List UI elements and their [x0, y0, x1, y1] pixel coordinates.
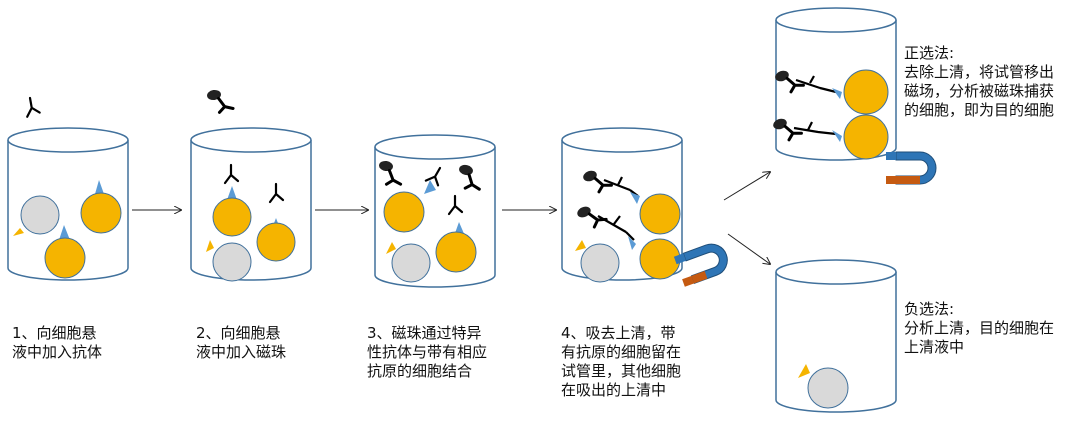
target-cell — [383, 191, 425, 233]
arrow-to-positive — [723, 172, 770, 201]
antigen — [832, 88, 842, 99]
target-cell — [80, 192, 122, 234]
other-antigen — [13, 228, 24, 236]
target-cell — [256, 222, 296, 262]
other-cell — [20, 195, 60, 235]
magnet-icon — [673, 243, 728, 287]
step-1-group — [7, 95, 129, 281]
antibody-link — [793, 121, 837, 136]
step-4-caption: 4、吸去上清，带 有抗原的细胞留在 试管里，其他细胞 在吸出的上清中 — [561, 324, 682, 399]
target-cell — [639, 193, 681, 235]
other-cell — [580, 243, 620, 283]
step-4-group — [561, 127, 728, 287]
magnet-icon — [886, 151, 937, 185]
arrow-to-negative — [727, 233, 770, 264]
free-antibody — [22, 95, 42, 118]
step-1-caption: 1、向细胞悬 液中加入抗体 — [12, 324, 103, 361]
antigen — [630, 192, 640, 204]
other-antigen — [798, 364, 810, 378]
negative-selection-caption: 负选法: 分析上清，目的细胞在 上清液中 — [904, 300, 1055, 356]
antigen — [424, 180, 436, 194]
step-3-caption: 3、磁珠通过特异 性抗体与带有相应 抗原的细胞结合 — [367, 324, 488, 380]
step-2-group — [190, 86, 312, 282]
negative-selection-group — [775, 259, 897, 413]
antigen — [95, 180, 104, 194]
target-cell — [843, 114, 889, 160]
antibody-link — [795, 75, 837, 94]
target-cell — [843, 69, 889, 115]
antibody-link — [597, 215, 635, 241]
antigen — [832, 130, 842, 142]
other-cell — [212, 242, 252, 282]
other-antigen — [575, 240, 586, 251]
positive-selection-group — [770, 7, 937, 185]
antigen — [227, 186, 237, 200]
antigen — [628, 236, 636, 250]
free-bead-antibody — [204, 86, 235, 116]
step-2-caption: 2、向细胞悬 液中加入磁珠 — [196, 324, 287, 361]
antigen — [59, 225, 70, 240]
other-antigen — [386, 242, 396, 254]
target-cell — [44, 237, 86, 279]
other-cell — [807, 367, 849, 409]
target-cell — [639, 238, 681, 280]
step-3-group — [374, 134, 496, 288]
tube-2 — [190, 127, 312, 281]
target-cell — [212, 197, 252, 237]
target-cell — [435, 231, 477, 273]
positive-selection-caption: 正选法: 去除上清，将试管移出 磁场，分析被磁珠捕获 的细胞，即为目的细胞 — [904, 44, 1055, 119]
other-antigen — [206, 240, 214, 252]
other-cell — [391, 243, 431, 283]
